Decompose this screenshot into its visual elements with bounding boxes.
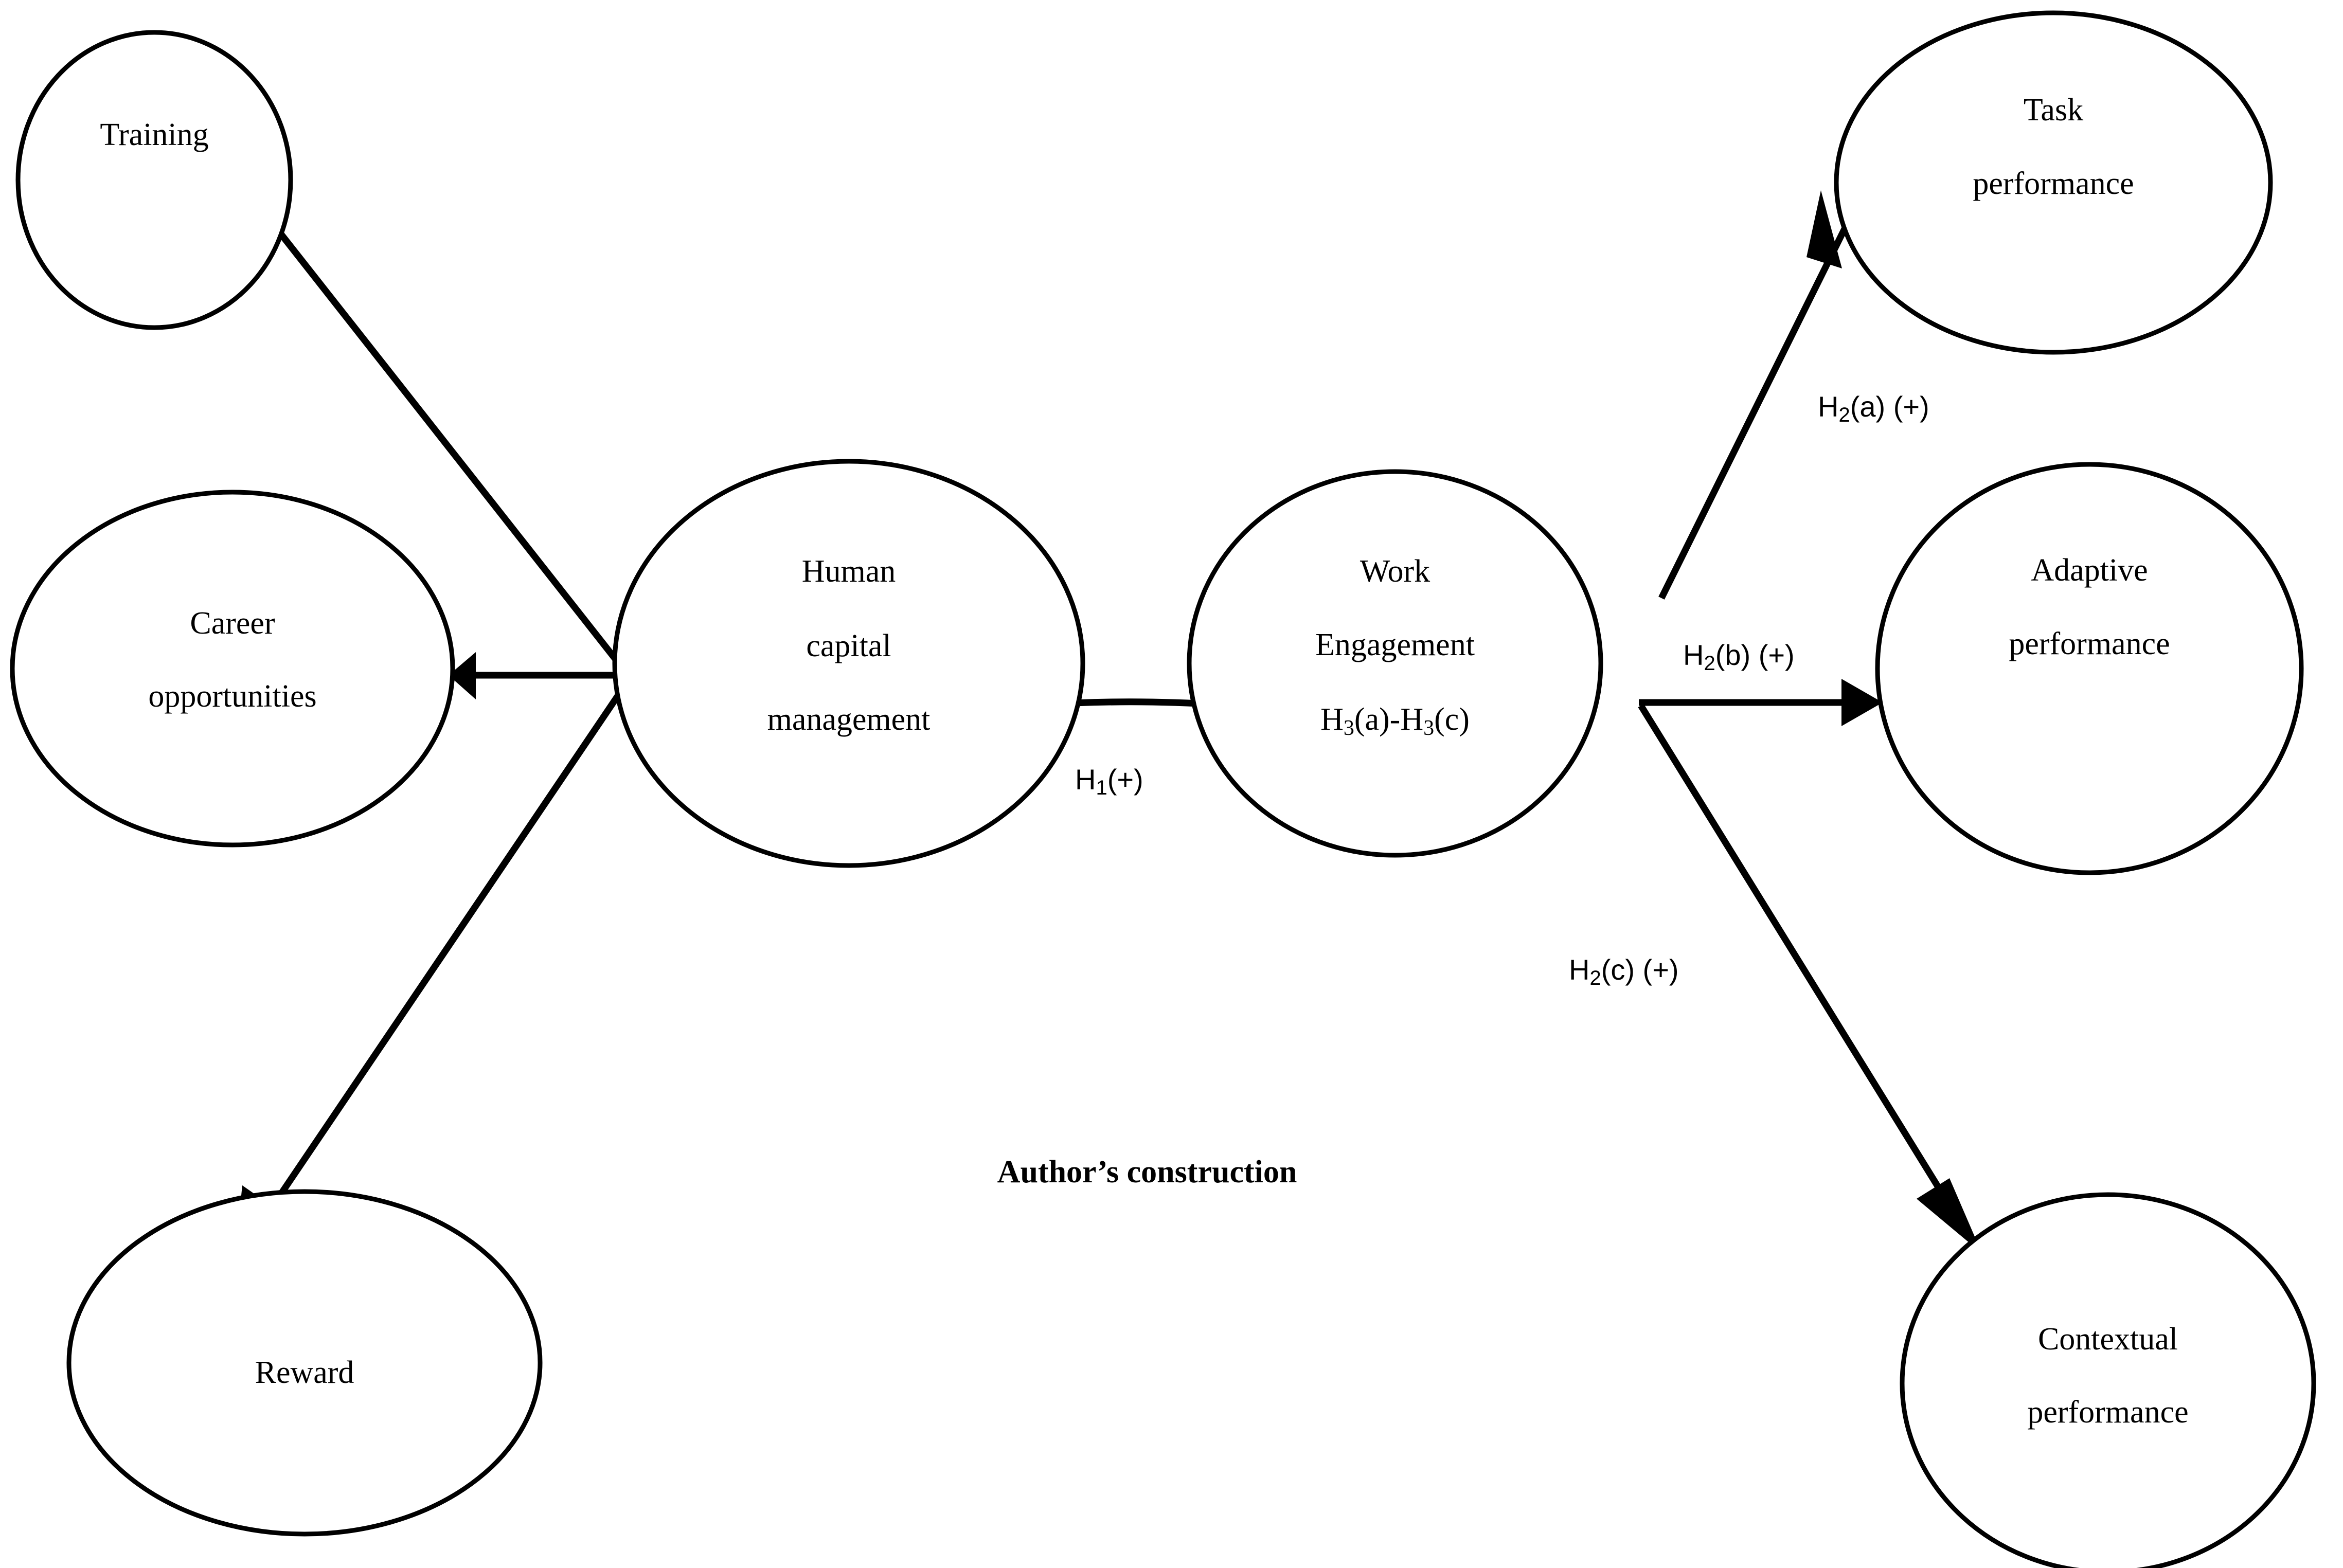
node-adaptive-performance-shape[interactable] — [1875, 462, 2304, 875]
node-task-performance-label-line2: performance — [1973, 166, 2134, 201]
edge-label-h2b: H2(b) (+) — [1683, 639, 1795, 675]
h1-prefix: H — [1075, 763, 1096, 796]
edge-we-to-adaptive-performance — [1639, 679, 1883, 726]
source-note: Author’s construction — [997, 1155, 1297, 1189]
h2c-sub: 2 — [1589, 967, 1601, 989]
edge-label-h2c: H2(c) (+) — [1569, 953, 1679, 989]
edge-hcm-to-career-opportunities — [449, 652, 630, 699]
we-h3-mid: (a)-H — [1354, 702, 1423, 737]
node-human-capital-management[interactable]: Human capital management — [612, 459, 1085, 868]
node-career-opportunities-shape[interactable] — [10, 490, 455, 848]
node-hcm-label-line1: Human — [802, 554, 896, 589]
edge-we-to-contextual-performance — [1638, 704, 1982, 1253]
h2a-suffix: (a) (+) — [1850, 390, 1929, 423]
node-hcm-label-line2: capital — [806, 628, 891, 663]
edge-we-to-task-arrowhead — [1807, 190, 1842, 268]
node-hcm-shape[interactable] — [612, 459, 1085, 868]
node-reward-shape[interactable] — [66, 1189, 543, 1537]
h2c-prefix: H — [1569, 953, 1589, 986]
node-contextual-performance[interactable]: Contextual performance — [1900, 1192, 2316, 1568]
node-task-performance-shape[interactable] — [1834, 10, 2273, 355]
edge-we-to-contextual-arrowhead — [1917, 1178, 1982, 1253]
node-hcm-label-line3: management — [767, 702, 931, 737]
edge-we-to-task-performance — [1658, 190, 1848, 600]
node-training-shape[interactable] — [15, 30, 293, 330]
node-contextual-performance-label-line2: performance — [2027, 1395, 2188, 1430]
node-work-engagement-label-line2: Engagement — [1315, 627, 1475, 662]
h1-suffix: (+) — [1107, 763, 1143, 796]
node-contextual-performance-label-line1: Contextual — [2038, 1322, 2178, 1357]
h2b-prefix: H — [1683, 639, 1704, 671]
node-career-opportunities-label-line1: Career — [190, 606, 275, 641]
node-work-engagement-hypothesis-range: H3(a)-H3(c) — [1320, 702, 1470, 740]
node-task-performance[interactable]: Task performance — [1834, 10, 2273, 355]
node-career-opportunities-label-line2: opportunities — [148, 679, 316, 714]
h2b-suffix: (b) (+) — [1715, 639, 1795, 671]
edge-label-h2a: H2(a) (+) — [1818, 390, 1929, 426]
node-adaptive-performance-label-line1: Adaptive — [2031, 553, 2148, 588]
we-h3-suffix: (c) — [1434, 702, 1470, 737]
h2c-suffix: (c) (+) — [1601, 953, 1679, 986]
h2a-prefix: H — [1818, 390, 1838, 423]
node-training-label: Training — [100, 117, 208, 152]
edge-we-to-adaptive-arrowhead — [1841, 679, 1883, 726]
node-task-performance-label-line1: Task — [2024, 93, 2083, 128]
node-reward-label: Reward — [255, 1355, 354, 1390]
node-work-engagement-label-line1: Work — [1360, 554, 1430, 589]
edge-we-to-contextual-line — [1638, 704, 1958, 1216]
node-work-engagement[interactable]: Work Engagement H3(a)-H3(c) — [1187, 469, 1603, 858]
edge-label-h1: H1(+) — [1075, 763, 1143, 799]
h1-sub: 1 — [1096, 777, 1107, 799]
we-h3-sub-a: 3 — [1344, 716, 1354, 740]
node-reward[interactable]: Reward — [66, 1189, 543, 1537]
h2b-sub: 2 — [1704, 652, 1715, 675]
node-work-engagement-shape[interactable] — [1187, 469, 1603, 858]
node-career-opportunities[interactable]: Career opportunities — [10, 490, 455, 848]
we-h3-sub-b: 3 — [1423, 716, 1434, 740]
node-adaptive-performance[interactable]: Adaptive performance — [1875, 462, 2304, 875]
node-training[interactable]: Training — [15, 30, 293, 330]
h2a-sub: 2 — [1838, 404, 1850, 426]
node-adaptive-performance-label-line2: performance — [2009, 626, 2170, 661]
node-contextual-performance-shape[interactable] — [1900, 1192, 2316, 1568]
we-h3-prefix: H — [1320, 702, 1344, 737]
edge-we-to-task-line — [1658, 227, 1848, 600]
edge-hcm-to-career-arrowhead — [449, 652, 476, 699]
edge-hcm-to-reward-line — [254, 678, 632, 1231]
